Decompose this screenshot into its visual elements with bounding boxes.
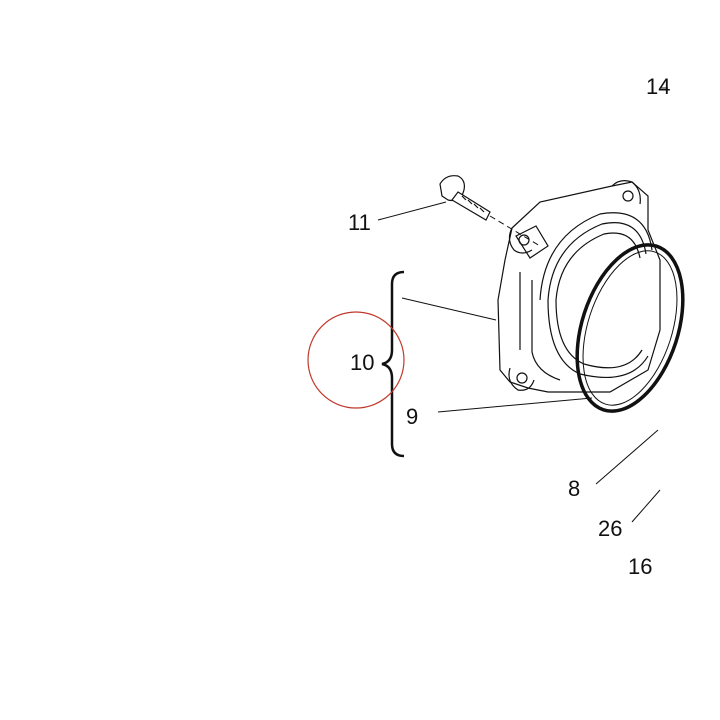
leader-line-8 — [595, 429, 659, 485]
callout-10: 10 — [350, 350, 374, 375]
flange-housing — [497, 180, 661, 393]
leader-line-11 — [377, 201, 447, 221]
callout-14: 14 — [646, 74, 670, 99]
o-ring — [575, 243, 685, 413]
bolt-axis-dashed — [489, 215, 541, 247]
highlight-circle — [307, 311, 405, 409]
leader-line-26 — [631, 489, 661, 523]
leader-line-9 — [437, 397, 593, 413]
group-brace — [381, 270, 405, 458]
bolt — [439, 175, 491, 221]
callout-16: 16 — [628, 554, 652, 579]
callout-11: 11 — [348, 210, 371, 235]
callout-8: 8 — [568, 476, 580, 501]
callout-9: 9 — [406, 404, 418, 429]
callout-26: 26 — [598, 516, 622, 541]
leader-line-10 — [401, 297, 497, 321]
leader-lines — [377, 87, 668, 523]
